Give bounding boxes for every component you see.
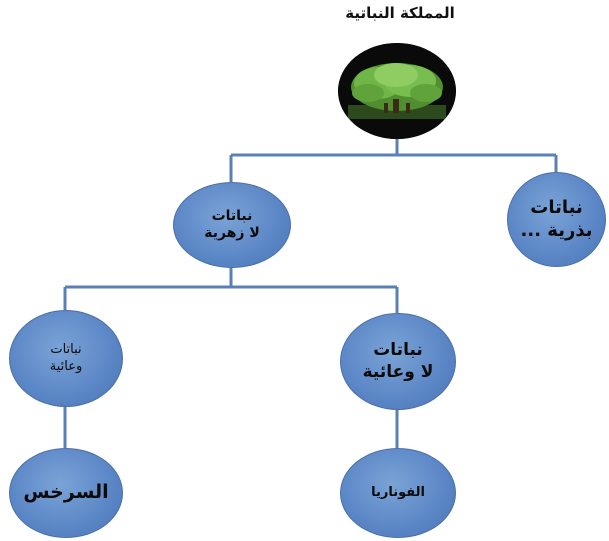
fern-node: السرخس [9, 448, 123, 538]
nonvascular-plants-node: نباتات لا وعائية [340, 313, 456, 410]
root-node [338, 43, 456, 139]
seed-plants-line1: نباتات [530, 197, 583, 218]
nonflowering-line2: لا زهرية [204, 225, 260, 241]
nonflowering-plants-node: نباتات لا زهرية [173, 182, 291, 268]
fern-label: السرخس [23, 481, 109, 504]
funaria-label: الفوناريا [371, 484, 425, 500]
vascular-line2: وعائية [49, 358, 83, 374]
seed-plants-line2: بذرية ... [520, 219, 593, 241]
seed-plants-node: نباتات بذرية ... [507, 172, 606, 267]
root-title: المملكة النباتية [345, 4, 455, 22]
vascular-plants-node: نباتات وعائية [9, 310, 123, 407]
nonflowering-line1: نباتات [211, 207, 253, 224]
tree-icon [338, 43, 456, 139]
vascular-line1: نباتات [50, 342, 82, 358]
nonvascular-line2: لا وعائية [362, 361, 434, 382]
funaria-node: الفوناريا [340, 448, 456, 538]
nonvascular-line1: نباتات [373, 340, 423, 361]
